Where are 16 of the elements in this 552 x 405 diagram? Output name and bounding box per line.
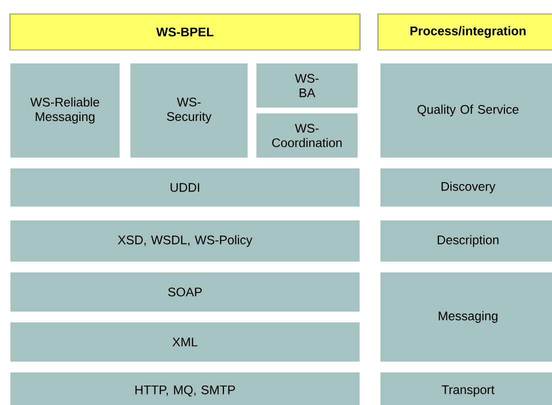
layer-box: SOAP [10, 272, 360, 312]
layer-box: XSD, WSDL, WS-Policy [10, 220, 360, 262]
layer-box: Quality Of Service [380, 62, 552, 158]
layer-box: Discovery [380, 168, 552, 208]
layer-box: UDDI [10, 168, 360, 208]
layer-box: HTTP, MQ, SMTP [10, 372, 360, 405]
layer-box: WS-Security [130, 62, 248, 158]
layer-box: WS-BA [256, 62, 358, 108]
layer-box: Transport [380, 372, 552, 405]
layer-box: XML [10, 322, 360, 362]
layer-box: Description [380, 220, 552, 262]
header-bar: Process/integration [378, 14, 552, 50]
layer-box: Messaging [380, 272, 552, 362]
header-bar: WS-BPEL [10, 14, 360, 50]
layer-box: WS-Coordination [256, 112, 358, 158]
layer-box: WS-Reliable Messaging [10, 62, 120, 158]
